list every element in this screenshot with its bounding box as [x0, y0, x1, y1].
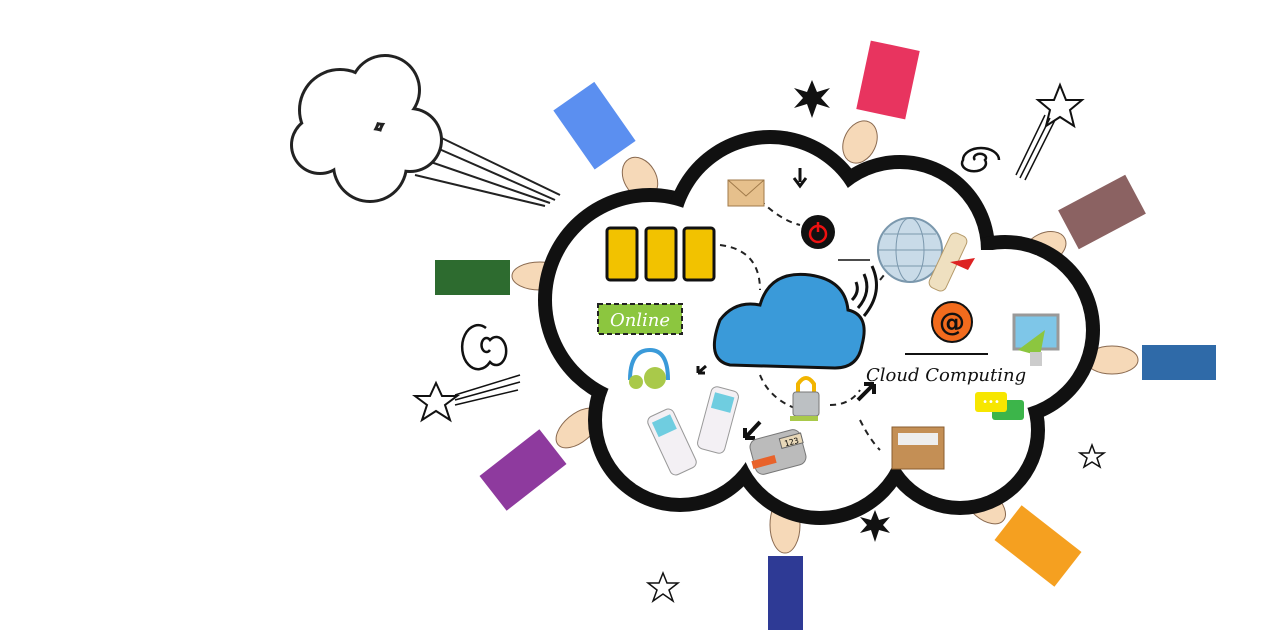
padlock-key-icon — [790, 376, 820, 421]
decorations — [412, 80, 1107, 603]
hand-card-pink — [842, 40, 920, 164]
at-sign-icon: @ — [931, 301, 973, 343]
puff-cloud — [290, 54, 561, 207]
star-icon — [860, 510, 890, 542]
online-label: Online — [610, 310, 670, 331]
star-icon — [645, 570, 681, 603]
power-icon — [801, 215, 835, 249]
arrow-icon — [696, 364, 707, 375]
diploma-scroll-icon — [928, 232, 975, 292]
svg-text:@: @ — [939, 308, 965, 338]
server-icons — [605, 226, 716, 282]
envelope-icon — [727, 179, 765, 207]
swirl-icon — [460, 323, 508, 371]
star-icon — [794, 80, 830, 118]
star-icon — [1077, 442, 1107, 469]
central-blue-cloud — [712, 272, 866, 370]
mobile-phones-icon — [647, 386, 739, 476]
wifi-signal-icon — [850, 265, 878, 317]
headset-icon — [628, 347, 670, 389]
down-arrow-icon — [792, 168, 808, 189]
cloud-computing-title: Cloud Computing — [866, 365, 1026, 386]
arrow-icon — [856, 382, 876, 402]
star-icon — [1035, 82, 1085, 129]
arrow-icon — [743, 420, 762, 440]
chat-bubbles-icon: ••• — [975, 392, 1024, 420]
star-icon — [412, 380, 460, 423]
hand-card-blue — [553, 81, 659, 200]
online-badge: Online — [597, 303, 683, 335]
swirl-icon — [960, 146, 1001, 173]
hand-card-purple — [479, 407, 601, 511]
globe-icon — [877, 217, 943, 283]
monitor-icon — [1012, 313, 1060, 366]
hand-card-steel — [1085, 345, 1216, 380]
folder-icon — [891, 426, 945, 470]
card-terminal-icon: 123 — [749, 429, 807, 475]
svg-text:•••: ••• — [982, 397, 1000, 408]
terminal-display: 123 — [783, 436, 799, 448]
